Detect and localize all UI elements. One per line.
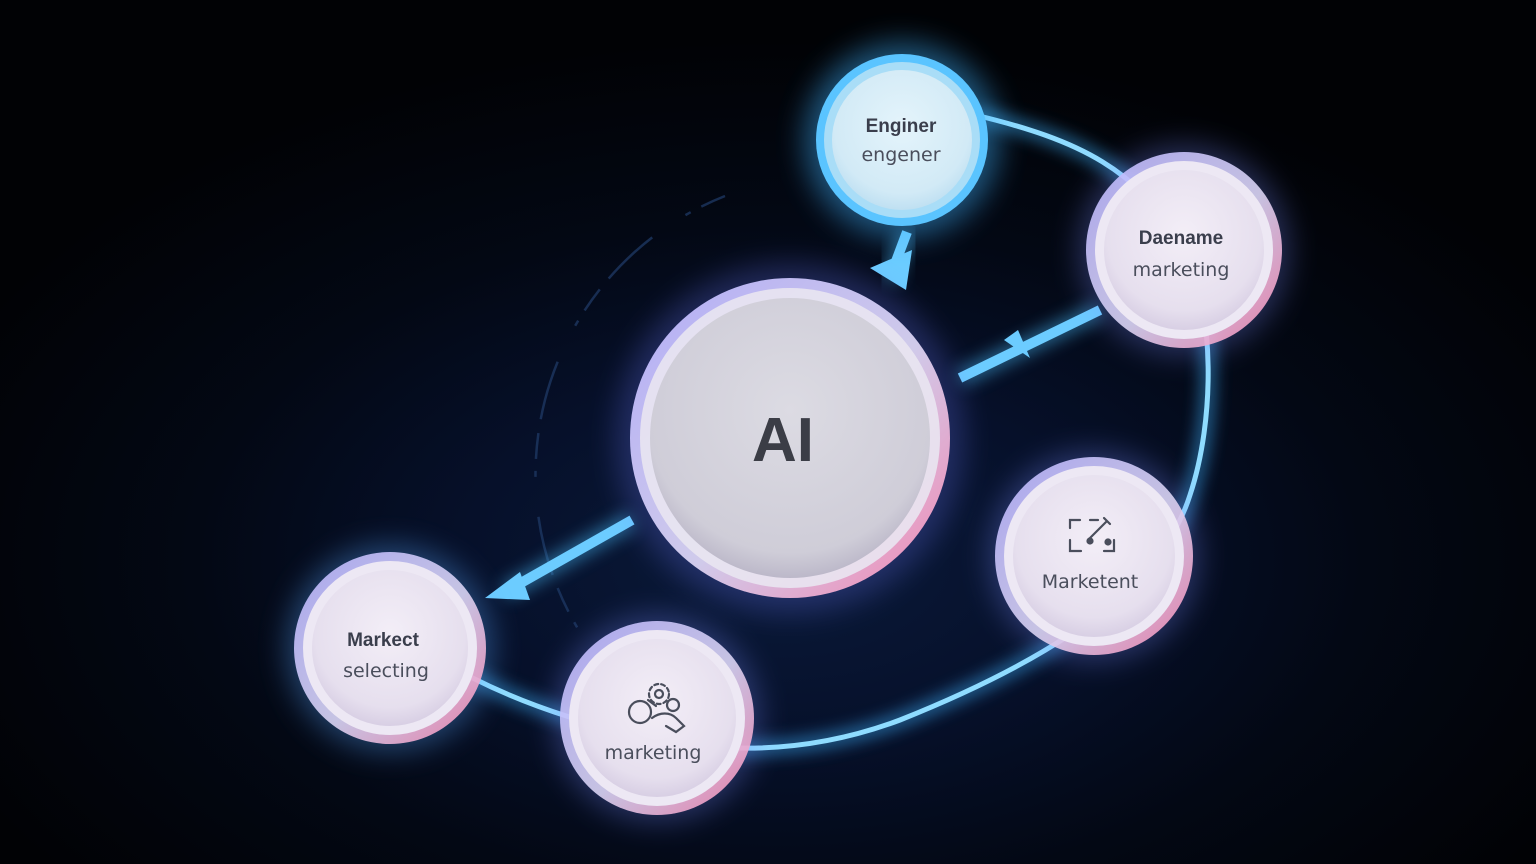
arrow-ai-to-selecting [485, 512, 637, 600]
node-selecting[interactable]: Markect selecting [286, 544, 494, 752]
node-marketing-top[interactable]: Daename marketing [1078, 144, 1290, 356]
arrow-engineer-to-ai [870, 228, 916, 290]
gears-hand-icon [627, 682, 686, 734]
ai-center-node[interactable]: AI [615, 263, 965, 613]
ai-center-label: AI [752, 406, 814, 475]
node-engineer[interactable]: Enginer engener [804, 42, 1000, 238]
node-selecting-title: Markect [347, 630, 419, 651]
crop-pencil-icon [1068, 516, 1116, 553]
node-engineer-title: Enginer [866, 116, 937, 137]
node-engineer-subtitle: engener [861, 144, 940, 166]
node-marketing-top-subtitle: marketing [1133, 259, 1230, 281]
node-content[interactable]: Marketent [988, 450, 1200, 662]
arrow-marketing-to-ai [956, 301, 1104, 387]
node-marketing-bottom-subtitle: marketing [605, 742, 702, 764]
node-content-subtitle: Marketent [1042, 571, 1139, 593]
node-marketing-bottom[interactable]: marketing [553, 614, 761, 822]
node-selecting-subtitle: selecting [343, 660, 429, 682]
node-marketing-top-title: Daename [1139, 228, 1224, 249]
